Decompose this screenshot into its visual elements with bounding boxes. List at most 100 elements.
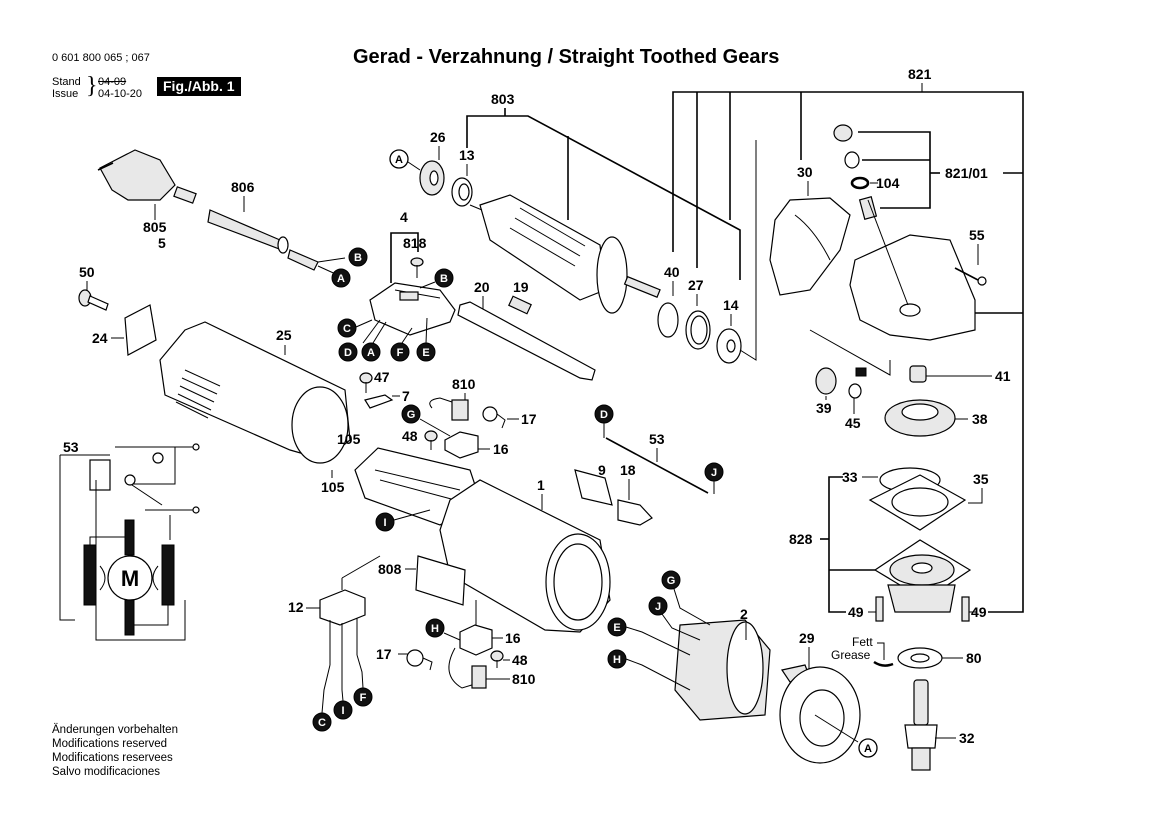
screw-48a	[424, 430, 438, 450]
lock-button-cap	[833, 124, 853, 142]
label-53-schematic: 53	[63, 439, 79, 455]
cable-clamp-24	[124, 304, 157, 356]
spring-19	[508, 295, 532, 315]
stand-label: Stand	[52, 76, 81, 88]
nameplate-808	[415, 555, 466, 606]
label-821: 821	[908, 66, 932, 82]
screw-49b	[961, 596, 970, 622]
label-828: 828	[789, 531, 813, 547]
label-105a: 105	[337, 431, 361, 447]
label-48b: 48	[512, 652, 528, 668]
label-48a: 48	[402, 428, 418, 444]
label-105b: 105	[321, 479, 345, 495]
note-fr: Modifications reservees	[52, 752, 173, 764]
label-26: 26	[430, 129, 446, 145]
label-821-01: 821/01	[945, 165, 988, 181]
cord-grommet	[207, 209, 319, 271]
ball-bearing-13	[451, 177, 473, 207]
bearing-cap-26	[419, 160, 445, 196]
screw-48b	[490, 650, 504, 668]
svg-text:F: F	[397, 347, 404, 359]
pinion-part	[855, 367, 867, 377]
label-17a: 17	[521, 411, 537, 427]
nut-45	[848, 383, 862, 399]
page-title: Gerad - Verzahnung / Straight Toothed Ge…	[353, 46, 780, 68]
carbon-brush-810b	[448, 647, 487, 689]
marker-E-brush: E	[416, 342, 436, 362]
screw-49a	[875, 596, 884, 622]
label-24: 24	[92, 330, 108, 346]
pinion-39	[815, 367, 837, 395]
svg-text:D: D	[600, 409, 608, 421]
switch-button-18	[617, 499, 653, 526]
bearing-flange	[873, 539, 972, 613]
revision-block: Stand Issue } 04-09 04-10-20	[52, 74, 142, 100]
label-40: 40	[664, 264, 680, 280]
label-810b: 810	[512, 671, 536, 687]
marker-I-switch: I	[375, 512, 395, 532]
label-32: 32	[959, 730, 975, 746]
label-33: 33	[842, 469, 858, 485]
marker-C-brush: C	[337, 318, 357, 338]
label-14: 14	[723, 297, 739, 313]
svg-text:G: G	[407, 409, 416, 421]
svg-text:J: J	[711, 467, 717, 479]
label-80: 80	[966, 650, 982, 666]
armature	[469, 194, 661, 314]
label-818: 818	[403, 235, 427, 251]
label-104: 104	[876, 175, 900, 191]
ball-bearing-14	[716, 328, 742, 364]
svg-text:H: H	[613, 654, 621, 666]
retaining-ring-40	[657, 302, 679, 338]
label-16b: 16	[505, 630, 521, 646]
label-17b: 17	[376, 646, 392, 662]
marker-G-switch: G	[401, 404, 421, 424]
screw-47	[359, 372, 373, 393]
needle-bearing-41	[909, 365, 927, 383]
marker-G-field: G	[661, 570, 681, 590]
label-47: 47	[374, 369, 390, 385]
brush-spring-17b	[406, 649, 433, 671]
document-number: 0 601 800 065 ; 067	[52, 52, 150, 64]
marker-I-suppressor: I	[333, 700, 353, 720]
svg-text:B: B	[354, 252, 362, 264]
brush-box-16b	[459, 624, 493, 656]
issue-label: Issue	[52, 88, 79, 100]
label-53-wire: 53	[649, 431, 665, 447]
brush-spring-17a	[482, 406, 506, 429]
washer-80	[897, 647, 943, 669]
label-12: 12	[288, 599, 304, 615]
spindle-32	[904, 679, 938, 771]
seal-ring-27	[685, 310, 711, 350]
svg-text:I: I	[341, 705, 344, 717]
label-29: 29	[799, 630, 815, 646]
marker-D-wire: D	[594, 404, 614, 424]
svg-text:A: A	[395, 154, 403, 166]
label-27: 27	[688, 277, 704, 293]
guard-30	[769, 197, 851, 296]
lever-20	[457, 301, 596, 381]
label-1: 1	[537, 477, 545, 493]
svg-text:E: E	[613, 622, 620, 634]
marker-H-brush: H	[425, 618, 445, 638]
power-plug	[97, 149, 197, 204]
marker-A-brush: A	[361, 342, 381, 362]
label-7: 7	[402, 388, 410, 404]
note-en: Modifications reserved	[52, 738, 168, 750]
brush-box-16a	[444, 431, 479, 459]
note-de: Änderungen vorbehalten	[52, 724, 178, 736]
field-coil-2	[674, 619, 771, 721]
label-30: 30	[797, 164, 813, 180]
svg-text:E: E	[422, 347, 429, 359]
label-5: 5	[158, 235, 166, 251]
marker-F-brush: F	[390, 342, 410, 362]
svg-text:C: C	[343, 323, 351, 335]
marker-B-cord: B	[348, 247, 368, 267]
wire-53	[605, 437, 709, 494]
spring-lock	[844, 151, 860, 169]
gear-housing	[849, 199, 976, 341]
brace-symbol: }	[86, 73, 98, 99]
rear-cover-25	[159, 321, 351, 464]
label-803: 803	[491, 91, 515, 107]
